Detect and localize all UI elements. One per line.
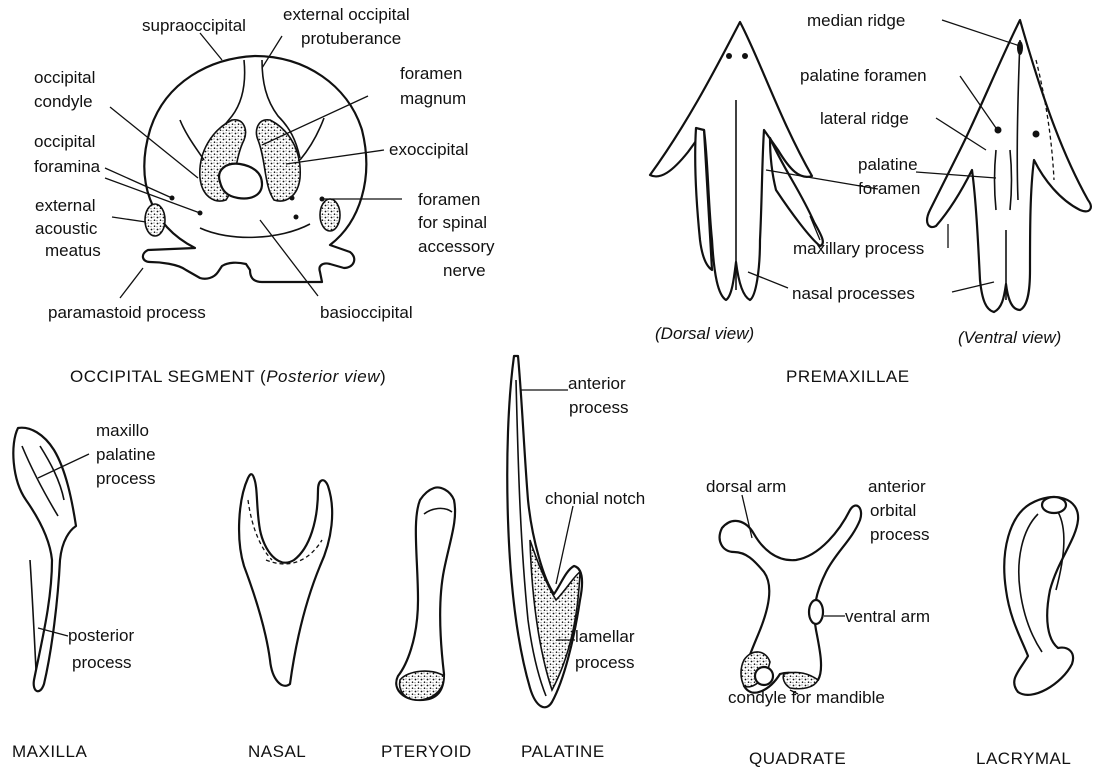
label-dorsal-arm: dorsal arm	[706, 477, 786, 496]
label-basioccipital: basioccipital	[320, 303, 413, 322]
label-chonial-notch: chonial notch	[545, 489, 645, 508]
caption-occipital-segment: OCCIPITAL SEGMENT (Posterior view)	[70, 367, 386, 386]
palatine-figure: anterior process chonial notch lamellar …	[507, 356, 645, 761]
label-spinal-foramen-line3: accessory	[418, 237, 495, 256]
label-paramastoid-process: paramastoid process	[48, 303, 206, 322]
quadrate-drawing	[720, 505, 861, 692]
caption-premaxillae: PREMAXILLAE	[786, 367, 910, 386]
caption-maxilla: MAXILLA	[12, 742, 87, 761]
caption-quadrate: QUADRATE	[749, 749, 846, 768]
label-maxillary-process: maxillary process	[793, 239, 924, 258]
label-spinal-foramen-line4: nerve	[443, 261, 486, 280]
occipital-segment-drawing	[143, 56, 366, 282]
label-external-acoustic-line2: acoustic	[35, 219, 98, 238]
caption-pteryoid: PTERYOID	[381, 742, 472, 761]
occipital-segment-figure: supraoccipital external occipital protub…	[34, 5, 495, 386]
lacrymal-figure: LACRYMAL	[976, 497, 1078, 768]
label-maxillo-line1: maxillo	[96, 421, 149, 440]
nasal-drawing	[239, 474, 332, 686]
label-external-occipital-line1: external occipital	[283, 5, 410, 24]
caption-ventral-view: (Ventral view)	[958, 328, 1061, 347]
premaxilla-dorsal-drawing	[650, 22, 823, 300]
label-palatine-foramen-top: palatine foramen	[800, 66, 927, 85]
label-foramen-magnum-line1: foramen	[400, 64, 462, 83]
label-median-ridge: median ridge	[807, 11, 905, 30]
premaxilla-ventral-drawing	[927, 20, 1091, 312]
label-occipital-condyle-line2: condyle	[34, 92, 93, 111]
maxilla-figure: maxillo palatine process posterior proce…	[12, 421, 156, 761]
label-palatine-anterior-line2: process	[569, 398, 629, 417]
label-palatine-foramen-line2: foramen	[858, 179, 920, 198]
label-posterior-line1: posterior	[68, 626, 134, 645]
caption-palatine: PALATINE	[521, 742, 605, 761]
label-anterior-orbital-line3: process	[870, 525, 930, 544]
label-lamellar-line1: lamellar	[575, 627, 635, 646]
label-exoccipital: exoccipital	[389, 140, 468, 159]
premaxillae-figure: median ridge palatine foramen lateral ri…	[650, 11, 1091, 386]
maxilla-drawing	[13, 428, 76, 692]
label-posterior-line2: process	[72, 653, 132, 672]
label-palatine-anterior-line1: anterior	[568, 374, 626, 393]
label-occipital-foramina-line1: occipital	[34, 132, 95, 151]
label-occipital-condyle-line1: occipital	[34, 68, 95, 87]
label-palatine-foramen-line1: palatine	[858, 155, 918, 174]
label-lateral-ridge: lateral ridge	[820, 109, 909, 128]
label-supraoccipital: supraoccipital	[142, 16, 246, 35]
label-condyle-for-mandible: condyle for mandible	[728, 688, 885, 707]
label-occipital-foramina-line2: foramina	[34, 157, 101, 176]
pteryoid-figure: PTERYOID	[381, 488, 472, 762]
lacrymal-drawing	[1004, 497, 1078, 695]
label-external-occipital-line2: protuberance	[301, 29, 401, 48]
label-maxillo-line3: process	[96, 469, 156, 488]
label-ventral-arm: ventral arm	[845, 607, 930, 626]
label-nasal-processes: nasal processes	[792, 284, 915, 303]
caption-lacrymal: LACRYMAL	[976, 749, 1071, 768]
caption-nasal: NASAL	[248, 742, 306, 761]
pteryoid-drawing	[396, 488, 455, 701]
nasal-figure: NASAL	[239, 474, 332, 761]
label-maxillo-line2: palatine	[96, 445, 156, 464]
label-anterior-orbital-line2: orbital	[870, 501, 916, 520]
label-anterior-orbital-line1: anterior	[868, 477, 926, 496]
quadrate-figure: dorsal arm anterior orbital process vent…	[706, 477, 930, 768]
label-foramen-magnum-line2: magnum	[400, 89, 466, 108]
label-spinal-foramen-line1: foramen	[418, 190, 480, 209]
caption-dorsal-view: (Dorsal view)	[655, 324, 754, 343]
label-external-acoustic-line3: meatus	[45, 241, 101, 260]
label-external-acoustic-line1: external	[35, 196, 95, 215]
label-spinal-foramen-line2: for spinal	[418, 213, 487, 232]
label-lamellar-line2: process	[575, 653, 635, 672]
